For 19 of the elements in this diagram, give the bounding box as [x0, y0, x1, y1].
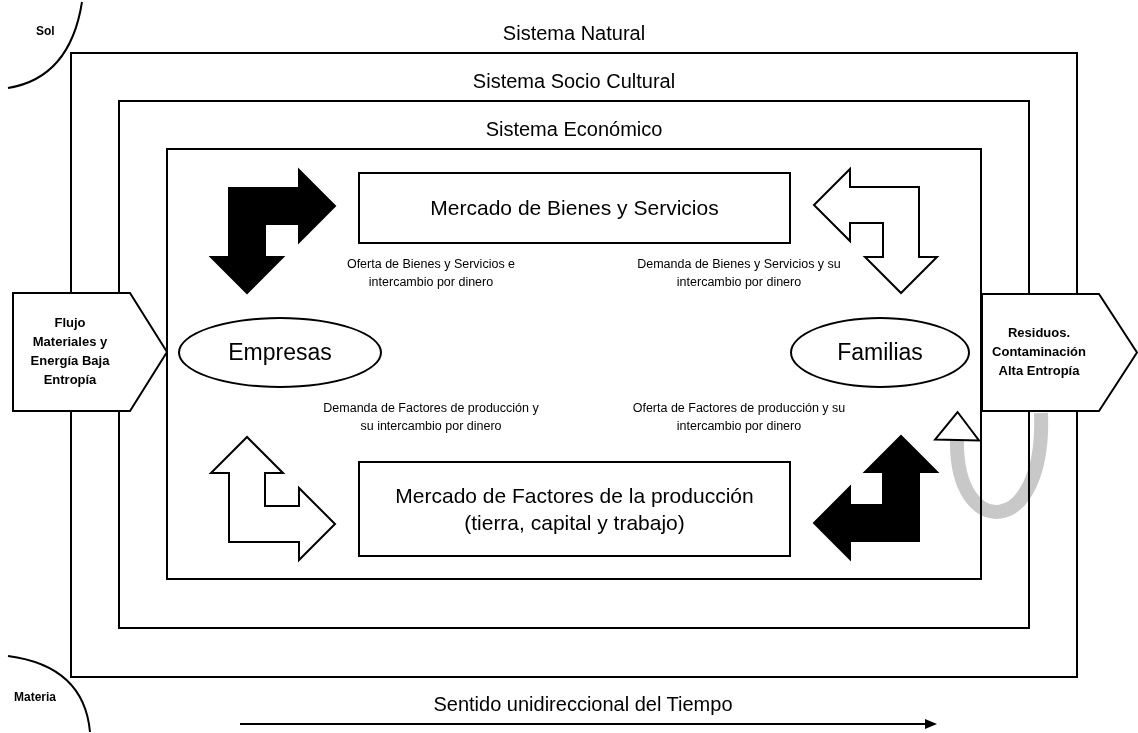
pentagon-arrow-box: Residuos. Contaminación Alta Entropía — [981, 293, 1138, 412]
flow-description: Oferta de Bienes y Servicios e intercambio por dinero — [345, 256, 517, 291]
agent-ellipse: Familias — [790, 317, 970, 388]
curved-arrow — [934, 411, 1048, 519]
agent-ellipse: Empresas — [178, 317, 382, 388]
market-box: Mercado de Factores de la producción (tierra, capital y trabajo) — [358, 461, 791, 557]
frame-title: Sistema Natural — [502, 22, 646, 45]
frame-title: Sistema Económico — [485, 118, 663, 141]
frame-title: Sistema Socio Cultural — [472, 70, 676, 93]
block-arrow — [812, 434, 940, 562]
flow-description: Oferta de Factores de producción y su intercambio por dinero — [631, 400, 847, 435]
block-arrow — [208, 435, 337, 563]
flow-description: Demanda de Bienes y Servicios y su intercambio por dinero — [636, 256, 842, 291]
axis-caption: Sentido unidireccional del Tiempo — [432, 692, 734, 717]
pentagon-arrow-box: Flujo Materiales y Energía Baja Entropía — [12, 292, 168, 412]
block-arrow — [208, 167, 337, 295]
block-arrow — [812, 166, 940, 295]
flow-description: Demanda de Factores de producción y su intercambio por dinero — [322, 400, 540, 435]
market-box: Mercado de Bienes y Servicios — [358, 172, 791, 244]
